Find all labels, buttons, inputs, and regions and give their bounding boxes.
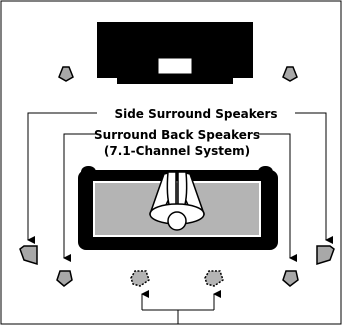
back-right-speaker-icon: [282, 270, 299, 287]
back-left-arrow: [63, 133, 97, 262]
surround-back-sublabel: (7.1-Channel System): [104, 144, 250, 158]
label-knockout: [101, 144, 253, 158]
side-right-speaker-icon: [316, 245, 335, 266]
bottom-bracket: [141, 294, 215, 324]
surround-back-label: Surround Back Speakers: [94, 128, 260, 142]
listener-icon: [149, 171, 205, 231]
front-left-speaker-icon: [58, 66, 74, 82]
tv-unit: [97, 22, 253, 84]
front-right-speaker-icon: [282, 66, 298, 82]
side-right-arrow: [295, 112, 333, 244]
back-left-speaker-icon: [56, 270, 73, 287]
optional-speaker-right-icon: [204, 270, 224, 287]
side-left-speaker-icon: [19, 245, 38, 266]
label-knockout: [92, 128, 262, 142]
optional-speaker-left-icon: [130, 270, 150, 287]
center-speaker-slot: [157, 57, 193, 75]
label-knockout: [112, 107, 280, 121]
back-right-arrow: [258, 133, 297, 262]
side-left-arrow: [27, 112, 97, 244]
side-surround-label: Side Surround Speakers: [114, 107, 277, 121]
